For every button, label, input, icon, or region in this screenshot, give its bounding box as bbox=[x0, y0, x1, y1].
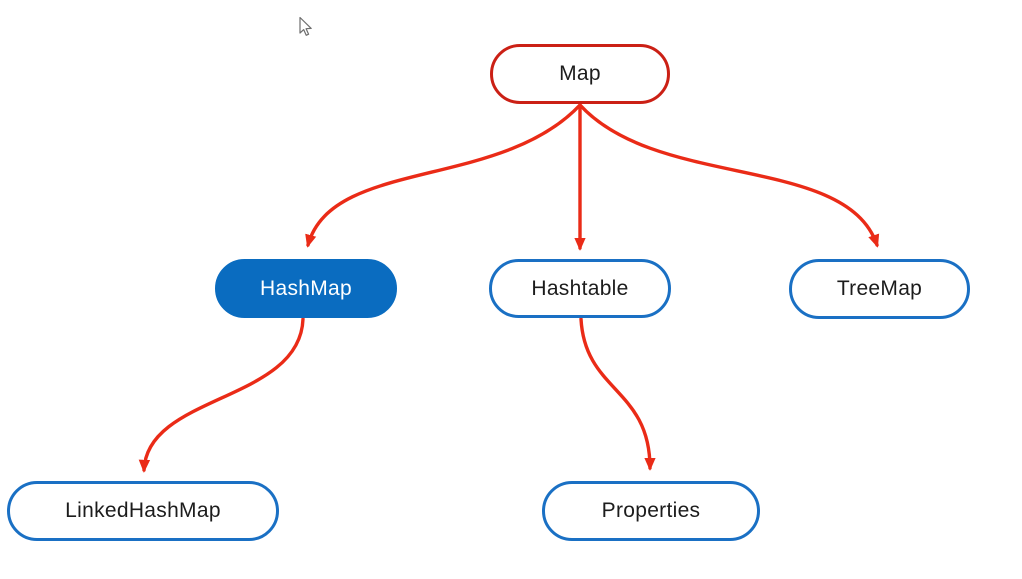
node-linkedhashmap-label: LinkedHashMap bbox=[65, 499, 221, 522]
node-linkedhashmap: LinkedHashMap bbox=[7, 481, 279, 541]
node-map: Map bbox=[490, 44, 670, 104]
edge-map-treemap bbox=[578, 103, 880, 248]
node-properties-label: Properties bbox=[601, 499, 701, 522]
node-treemap: TreeMap bbox=[789, 259, 970, 319]
node-treemap-label: TreeMap bbox=[836, 277, 923, 300]
node-hashtable-label: Hashtable bbox=[531, 276, 629, 300]
node-hashmap-label: HashMap bbox=[260, 276, 352, 300]
edge-map-hashmap bbox=[305, 103, 582, 248]
node-properties: Properties bbox=[542, 481, 760, 541]
node-map-label: Map bbox=[559, 62, 601, 85]
mouse-cursor-icon bbox=[299, 16, 312, 36]
node-hashmap: HashMap bbox=[215, 259, 397, 318]
edge-hashtable-properties bbox=[579, 317, 656, 471]
edge-hashmap-linkedhashmap bbox=[138, 317, 305, 473]
node-hashtable: Hashtable bbox=[489, 259, 671, 318]
